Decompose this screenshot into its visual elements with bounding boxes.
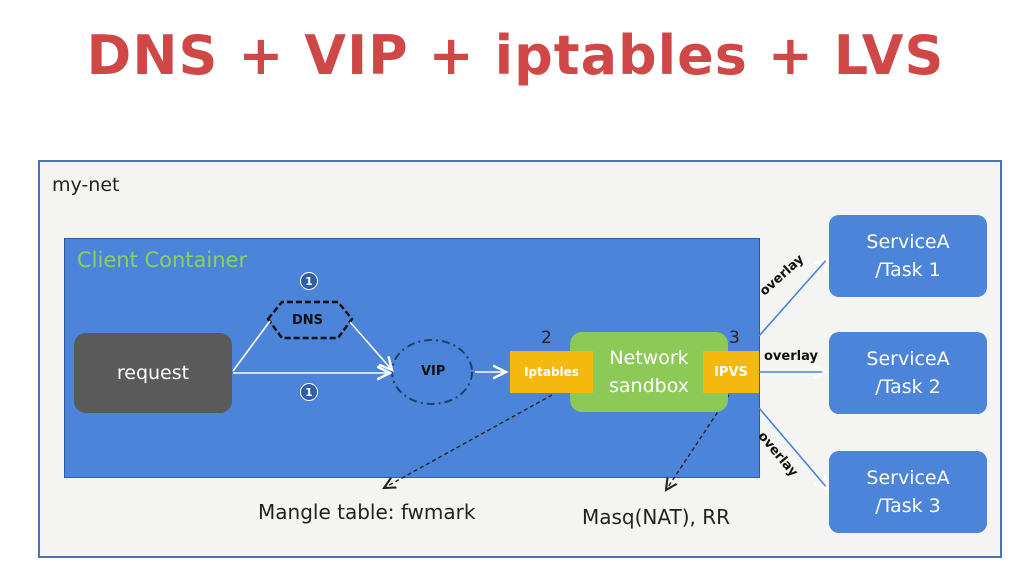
- iptables-label: Iptables: [524, 365, 579, 379]
- service-task-1-task: /Task 1: [875, 259, 941, 281]
- request-label: request: [116, 362, 190, 384]
- service-task-2-name: ServiceA: [866, 348, 950, 370]
- iptables-note-arrow: [384, 394, 553, 488]
- dns-label: DNS: [292, 313, 324, 328]
- step-1-bottom-badge: 1: [300, 383, 318, 401]
- sandbox-line-1: Network: [609, 347, 689, 369]
- service-task-2: ServiceA /Task 2: [829, 332, 987, 414]
- service-task-2-task: /Task 2: [875, 376, 941, 398]
- ipvs-to-task3-arrow: [758, 407, 828, 489]
- service-task-1: ServiceA /Task 1: [829, 215, 987, 297]
- mangle-table-note: Mangle table: fwmark: [258, 500, 476, 524]
- iptables-box: Iptables: [510, 351, 593, 393]
- ipvs-label: IPVS: [714, 364, 748, 380]
- ipvs-box: IPVS: [703, 351, 759, 393]
- masq-nat-note: Masq(NAT), RR: [582, 505, 731, 529]
- dns-node: [266, 300, 354, 340]
- client-container-label: Client Container: [77, 248, 248, 272]
- ipvs-note-arrow: [666, 394, 730, 490]
- service-task-3-name: ServiceA: [866, 467, 950, 489]
- step-3-label: 3: [729, 328, 740, 348]
- ipvs-to-task1-arrow: [758, 258, 828, 337]
- overlay-label-task2: overlay: [764, 349, 818, 364]
- network-sandbox: Network sandbox: [570, 332, 728, 412]
- vip-label: VIP: [421, 364, 446, 379]
- dns-to-vip-arrow: [349, 321, 392, 370]
- service-task-3: ServiceA /Task 3: [829, 451, 987, 533]
- sandbox-line-2: sandbox: [609, 375, 689, 397]
- request-to-dns-arrow: [232, 320, 271, 372]
- service-task-1-name: ServiceA: [866, 231, 950, 253]
- request-box: request: [74, 333, 232, 413]
- page-title: DNS + VIP + iptables + LVS: [86, 24, 945, 87]
- service-task-3-task: /Task 3: [875, 495, 941, 517]
- network-label: my-net: [52, 174, 120, 196]
- step-1-top-badge: 1: [300, 272, 318, 290]
- step-2-label: 2: [541, 328, 552, 348]
